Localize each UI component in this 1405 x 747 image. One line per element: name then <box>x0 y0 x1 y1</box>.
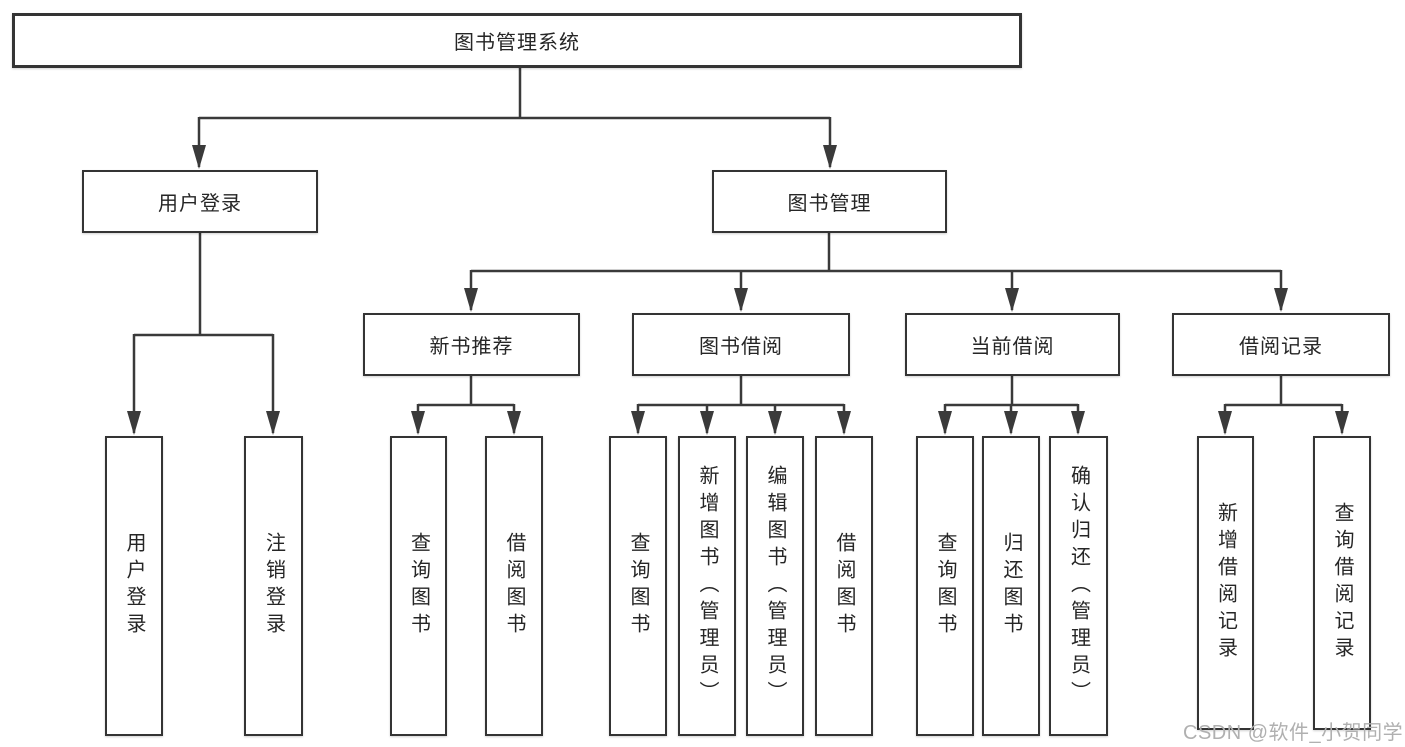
node-root-label: 图书管理系统 <box>454 32 580 54</box>
edge-borrowing-records-split <box>1225 376 1342 407</box>
node-root: 图书管理系统 <box>12 13 1022 68</box>
leaf-query-books-borrowing: 查询图书 <box>609 436 667 736</box>
node-new-book-recommend-label: 新书推荐 <box>429 336 514 358</box>
leaf-label: 归还图书 <box>1000 532 1022 640</box>
edge-user-login-split <box>134 233 273 337</box>
node-current-borrowing-label: 当前借阅 <box>970 336 1055 358</box>
leaf-label: 注销登录 <box>262 532 285 640</box>
leaf-query-books-recommend: 查询图书 <box>390 436 447 736</box>
leaf-add-borrow-record: 新增借阅记录 <box>1197 436 1254 730</box>
leaf-edit-books-admin: 编辑图书（管理员） <box>746 436 804 736</box>
leaf-query-books-current: 查询图书 <box>916 436 974 736</box>
leaf-label: 用户登录 <box>123 532 145 640</box>
node-user-login: 用户登录 <box>82 170 318 233</box>
leaf-confirm-return-admin: 确认归还（管理员） <box>1049 436 1108 736</box>
node-book-management-label: 图书管理 <box>787 193 872 215</box>
edge-book-management-split <box>471 233 1281 273</box>
node-book-borrowing: 图书借阅 <box>632 313 850 376</box>
leaf-label: 编辑图书（管理员） <box>764 464 786 708</box>
node-borrowing-records-label: 借阅记录 <box>1239 336 1323 358</box>
leaf-label: 确认归还（管理员） <box>1067 464 1090 708</box>
leaf-return-books: 归还图书 <box>982 436 1040 736</box>
edge-book-borrowing-split <box>638 376 844 407</box>
leaf-label: 查询图书 <box>627 532 649 640</box>
node-borrowing-records: 借阅记录 <box>1172 313 1390 376</box>
watermark: CSDN @软件_小贺同学 <box>1183 722 1404 744</box>
edge-root-split <box>199 68 830 120</box>
leaf-label: 新增图书（管理员） <box>696 464 718 708</box>
leaf-label: 查询图书 <box>934 532 956 640</box>
node-book-management: 图书管理 <box>712 170 947 233</box>
node-current-borrowing: 当前借阅 <box>905 313 1120 376</box>
leaf-label: 借阅图书 <box>503 532 525 640</box>
edge-current-borrowing-split <box>945 376 1078 407</box>
leaf-logout: 注销登录 <box>244 436 303 736</box>
leaf-add-books-admin: 新增图书（管理员） <box>678 436 736 736</box>
leaf-label: 查询图书 <box>407 532 430 640</box>
leaf-user-login: 用户登录 <box>105 436 163 736</box>
leaf-borrow-books-recommend: 借阅图书 <box>485 436 543 736</box>
leaf-label: 新增借阅记录 <box>1214 502 1237 664</box>
leaf-label: 借阅图书 <box>833 532 855 640</box>
node-new-book-recommend: 新书推荐 <box>363 313 580 376</box>
leaf-label: 查询借阅记录 <box>1331 502 1353 664</box>
leaf-query-borrow-record: 查询借阅记录 <box>1313 436 1371 730</box>
node-book-borrowing-label: 图书借阅 <box>699 336 783 358</box>
leaf-borrow-books: 借阅图书 <box>815 436 873 736</box>
edge-new-book-recommend-split <box>418 376 514 407</box>
node-user-login-label: 用户登录 <box>158 193 242 215</box>
